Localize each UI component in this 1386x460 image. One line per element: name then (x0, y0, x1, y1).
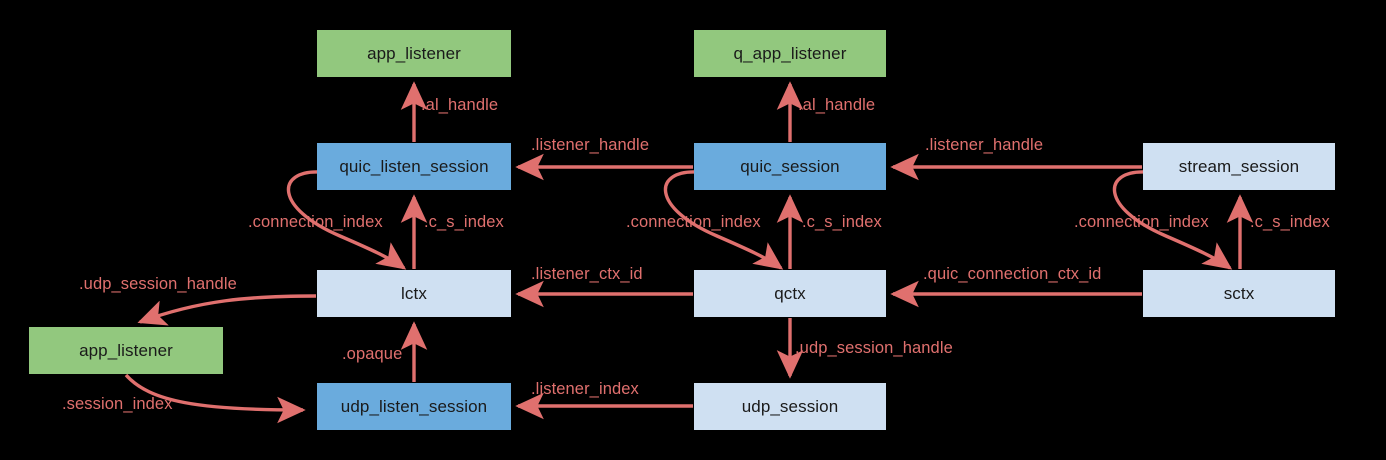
edge-label-listener-handle-2: .listener_handle (925, 136, 1044, 154)
edge-label-connection-index-1: .connection_index (248, 213, 383, 231)
node-app-listener-left[interactable]: app_listener (29, 327, 223, 374)
node-lctx[interactable]: lctx (317, 270, 511, 317)
edge-label-cs-index-1: .c_s_index (424, 213, 504, 231)
edge-session-index (124, 373, 306, 424)
edge-label-quic-connection-ctx-id: .quic_connection_ctx_id (923, 265, 1102, 283)
node-udp-session[interactable]: udp_session (694, 383, 886, 430)
edge-label-listener-index: .listener_index (531, 380, 639, 398)
edge-connection-index-1 (286, 170, 407, 270)
node-quic-session[interactable]: quic_session (694, 143, 886, 190)
edge-connection-index-2 (663, 170, 784, 270)
node-stream-session[interactable]: stream_session (1143, 143, 1335, 190)
edge-label-udp-session-handle-left: .udp_session_handle (79, 275, 237, 293)
edge-label-udp-session-handle-mid: .udp_session_handle (795, 339, 953, 357)
node-q-app-listener[interactable]: q_app_listener (694, 30, 886, 77)
edge-label-listener-handle-1: .listener_handle (531, 136, 650, 154)
edge-label-listener-ctx-id: .listener_ctx_id (531, 265, 643, 283)
edge-label-al-handle-right: .al_handle (798, 96, 876, 114)
edge-label-connection-index-2: .connection_index (626, 213, 761, 231)
edge-connection-index-3 (1112, 170, 1233, 270)
node-sctx[interactable]: sctx (1143, 270, 1335, 317)
node-qctx[interactable]: qctx (694, 270, 886, 317)
node-quic-listen-session[interactable]: quic_listen_session (317, 143, 511, 190)
edge-label-connection-index-3: .connection_index (1074, 213, 1209, 231)
edge-label-session-index: .session_index (62, 395, 173, 413)
node-app-listener-top[interactable]: app_listener (317, 30, 511, 77)
node-udp-listen-session[interactable]: udp_listen_session (317, 383, 511, 430)
edge-label-cs-index-3: .c_s_index (1250, 213, 1330, 231)
edge-label-cs-index-2: .c_s_index (802, 213, 882, 231)
edge-label-al-handle-left: .al_handle (421, 96, 499, 114)
edge-label-opaque: .opaque (342, 345, 403, 363)
edge-udp-session-handle-left (137, 294, 317, 326)
